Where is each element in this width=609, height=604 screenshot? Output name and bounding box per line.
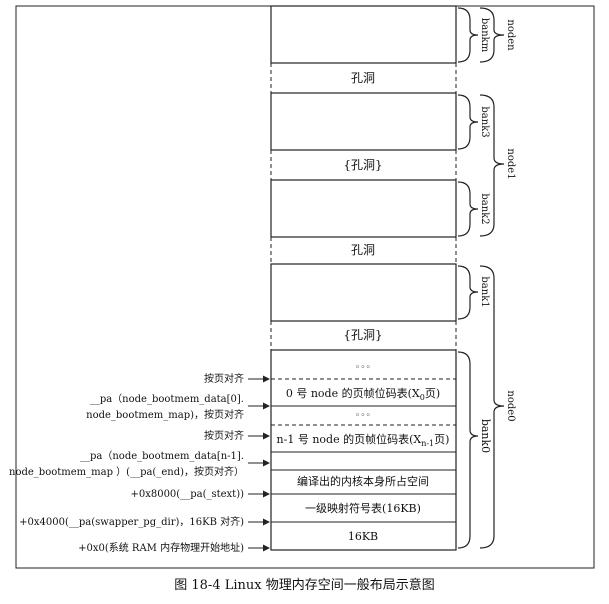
bank0-block [270,349,457,551]
label-pa-node-data-n1: __pa（node_bootmem_data[n-1]. [80,450,244,462]
noden-label: noden [505,19,516,51]
bank1-block [270,263,457,322]
node-braces [479,7,505,549]
dots-lower: ◦◦◦ [355,411,371,421]
dots-upper: ◦◦◦ [355,363,371,373]
page-bitmap-0: 0 号 node 的页帧位码表(X0页) [286,386,440,402]
bankm-label: bankm [479,18,490,53]
hole-label-mid2: 孔洞 [351,243,375,257]
label-offset-0: +0x0(系统 RAM 内存物理开始地址) [78,541,244,554]
figure-caption: 图 18-4 Linux 物理内存空间一般布局示意图 [174,578,435,593]
kernel-image-region: 编译出的内核本身所占空间 [297,474,429,488]
address-arrows [248,375,270,552]
bank3-label: bank3 [479,106,490,137]
bankm-block [270,5,457,64]
bank3-block [270,92,457,151]
bank0-dividers [271,378,456,523]
label-node-bootmem-map-end: node_bootmem_map ）(__pa(_end)，按页对齐） [9,465,244,478]
node0-label: node0 [505,390,516,421]
bank2-block [270,179,457,238]
hole-borders [270,63,457,350]
hole-label-top: 孔洞 [351,71,375,85]
node1-label: node1 [505,148,516,179]
address-labels: 按页对齐 __pa（node_bootmem_data[0]. node_boo… [9,372,244,554]
bank2-label: bank2 [479,193,490,224]
memory-column [270,5,457,551]
label-node-bootmem-map-align: node_bootmem_map)，按页对齐 [86,408,244,421]
bank-braces [457,7,479,549]
size-16kb-region: 16KB [348,530,378,543]
label-offset-8000: +0x8000(__pa(_stext)) [130,489,244,500]
hole-label-mid: {孔洞} [343,158,382,172]
page-bitmap-n1: n-1 号 node 的页帧位码表(Xn-1页) [277,432,450,448]
first-level-table-region: 一级映射符号表(16KB) [305,501,421,515]
hole-label-low: {孔洞} [343,328,382,342]
bank0-label: bank0 [479,419,492,453]
bank1-label: bank1 [479,276,490,307]
label-page-align-1: 按页对齐 [204,372,244,385]
label-page-align-2: 按页对齐 [204,429,244,442]
label-pa-node-data-0: __pa（node_bootmem_data[0]. [90,393,244,405]
label-offset-4000: +0x4000(__pa(swapper_pg_dir)，16KB 对齐) [19,515,244,528]
